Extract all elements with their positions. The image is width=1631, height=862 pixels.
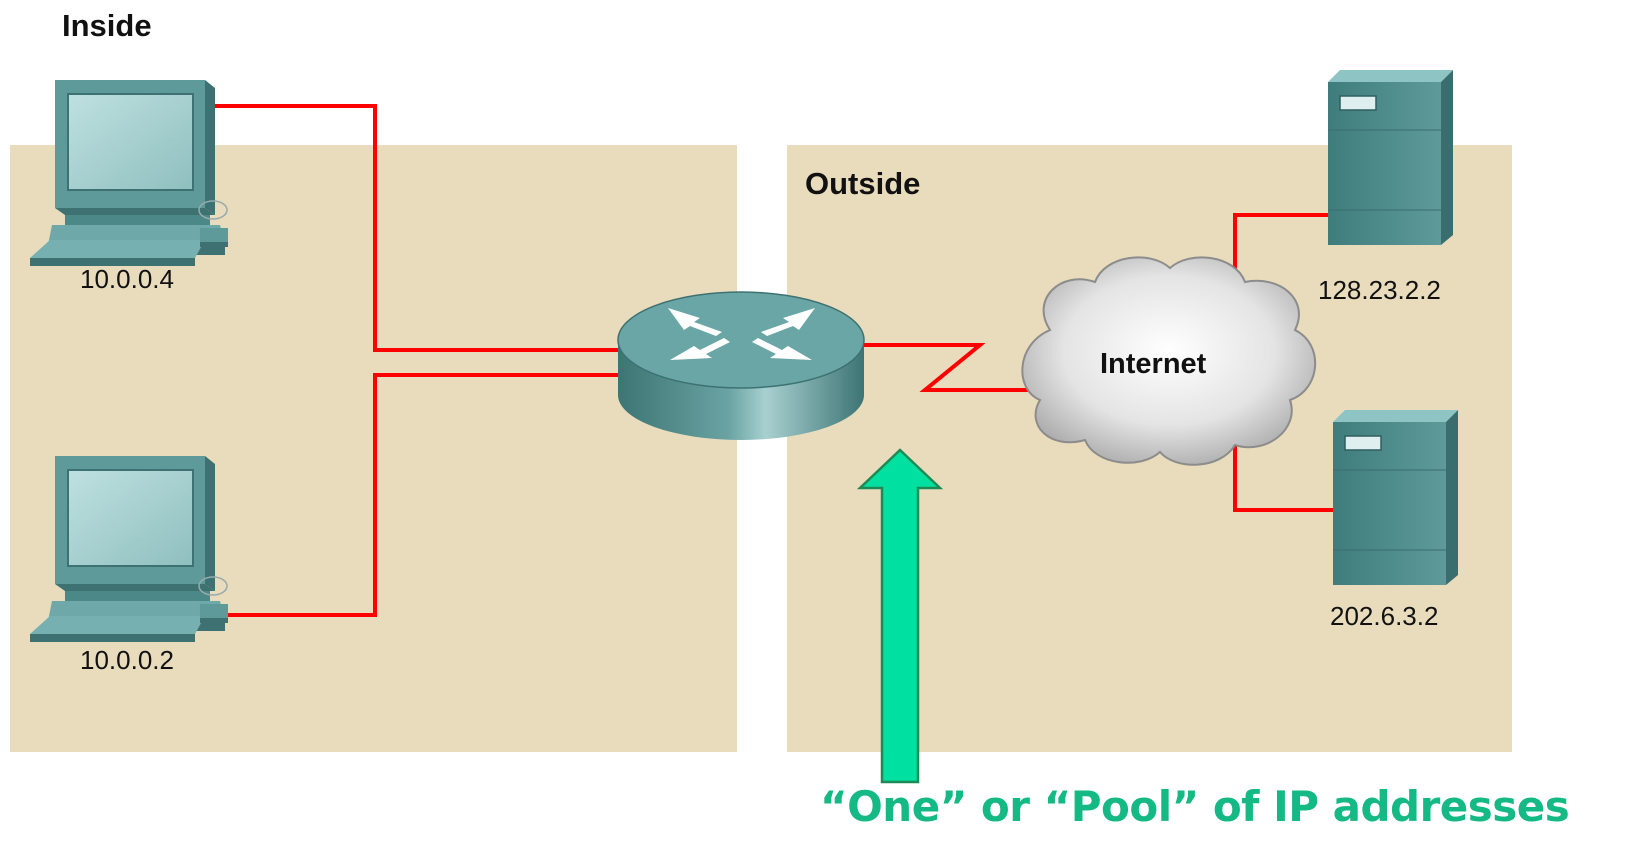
link-pc-bottom [218, 373, 625, 617]
up-arrow-icon [856, 448, 944, 784]
network-links [202, 104, 1335, 617]
server-top-ip: 128.23.2.2 [1318, 275, 1441, 305]
server-icon [1333, 410, 1458, 585]
cloud-icon [1021, 256, 1317, 466]
pc-bottom-ip: 10.0.0.2 [80, 645, 174, 675]
pc-icon [30, 456, 228, 642]
callout-caption: “One” or “Pool” of IP addresses [820, 782, 1570, 831]
inside-label: Inside [62, 8, 152, 43]
pc-icon [30, 80, 228, 266]
link-router-internet [860, 343, 1040, 392]
link-internet-server-bottom [1233, 445, 1335, 512]
server-icon [1328, 70, 1453, 245]
server-bottom-ip: 202.6.3.2 [1330, 601, 1439, 631]
outside-label: Outside [805, 166, 921, 201]
link-pc-top [202, 104, 625, 352]
router-icon [617, 291, 865, 440]
internet-label: Internet [1100, 348, 1207, 380]
pc-top-ip: 10.0.0.4 [80, 264, 174, 294]
